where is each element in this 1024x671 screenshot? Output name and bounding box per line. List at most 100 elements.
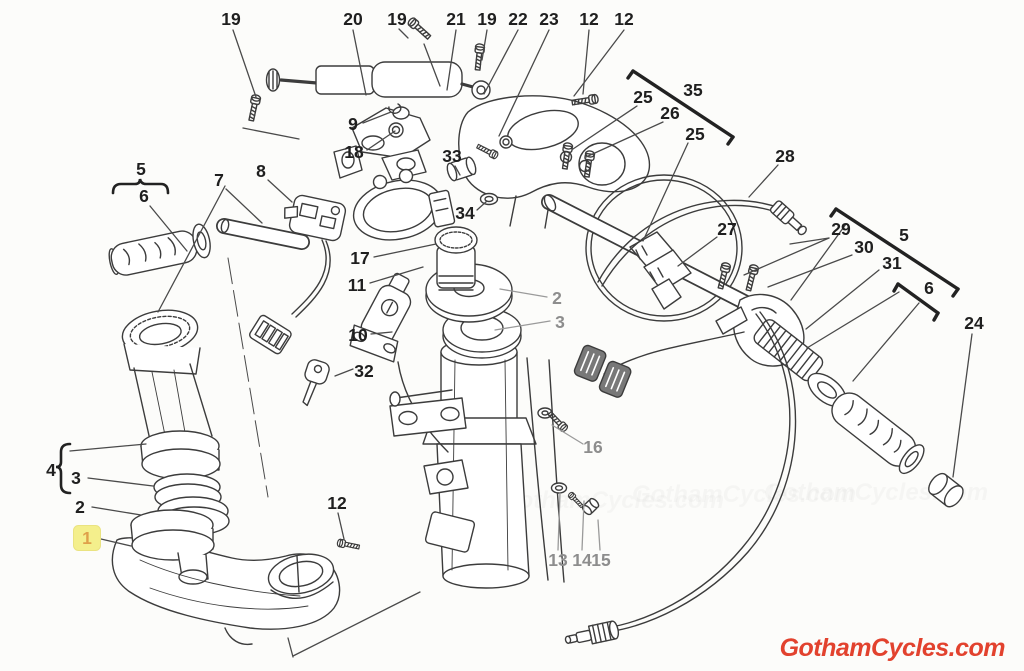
callout-3: 3 (71, 468, 81, 488)
leader-line (423, 43, 441, 87)
leader-line (232, 29, 257, 98)
callout-35: 35 (683, 80, 703, 100)
callout-16: 16 (583, 437, 603, 457)
leader-line (267, 179, 293, 203)
callout-31: 31 (882, 253, 902, 273)
callout-17: 17 (350, 248, 369, 268)
callout-21: 21 (446, 9, 466, 29)
leader-line (481, 29, 488, 61)
leader-line (951, 287, 960, 298)
callout-15: 15 (591, 550, 611, 570)
callout-2: 2 (552, 288, 562, 308)
leader-line (581, 500, 585, 551)
leader-line (483, 29, 519, 95)
leader-line (806, 291, 900, 349)
leader-line (334, 368, 354, 377)
callout-2: 2 (75, 497, 85, 517)
callout-6: 6 (924, 278, 934, 298)
bracket-5-6-left (111, 178, 170, 195)
leader-line (157, 185, 226, 313)
callout-22: 22 (508, 9, 528, 29)
exploded-diagram-artwork (108, 15, 964, 646)
leader-line (726, 135, 735, 146)
faint-watermark-text: GothamCycles.com (632, 481, 856, 508)
leader-line (789, 237, 830, 245)
leader-line (829, 207, 838, 218)
callout-1: 1 (82, 528, 92, 548)
leader-line (896, 282, 940, 315)
leader-lines (69, 28, 973, 658)
callout-27: 27 (717, 219, 736, 239)
callout-19: 19 (387, 9, 407, 29)
leader-line (292, 591, 421, 657)
leader-line (87, 477, 154, 487)
leader-line (454, 165, 461, 176)
leader-line (287, 637, 294, 658)
leader-line (551, 424, 584, 445)
leader-line (834, 207, 960, 291)
callout-12: 12 (579, 9, 599, 29)
callout-7: 7 (214, 170, 224, 190)
leader-line (597, 519, 601, 551)
leader-line (573, 29, 625, 97)
callout-11: 11 (348, 275, 367, 295)
leader-line (370, 331, 393, 335)
leader-line (362, 111, 392, 124)
leader-line (932, 311, 940, 322)
leader-line (69, 443, 147, 452)
callout-25: 25 (633, 87, 653, 107)
watermark-site-url: GothamCycles.com (779, 634, 1006, 662)
leader-line (805, 269, 880, 330)
leader-line (149, 205, 188, 252)
leader-line (677, 236, 718, 267)
leader-line (642, 142, 689, 242)
callout-19: 19 (221, 9, 241, 29)
bracket-4-group (55, 442, 72, 495)
leader-line (743, 237, 830, 276)
leader-line (337, 512, 345, 540)
callout-6: 6 (139, 186, 149, 206)
callout-34: 34 (455, 203, 475, 223)
callout-28: 28 (775, 146, 795, 166)
callout-26: 26 (660, 103, 680, 123)
callout-20: 20 (343, 9, 363, 29)
leader-line (494, 320, 551, 331)
leader-line (892, 282, 900, 293)
leader-line (225, 188, 263, 224)
leader-line (242, 127, 300, 140)
faint-watermark: GothamCycles.comGothamCycles.comGothamCy… (500, 479, 988, 514)
leader-line (498, 29, 550, 137)
leader-line (91, 506, 142, 516)
callout-19: 19 (477, 9, 497, 29)
leader-line (557, 492, 561, 551)
leader-line (446, 29, 457, 91)
callout-10: 10 (348, 325, 368, 345)
callout-5: 5 (899, 225, 909, 245)
callout-23: 23 (539, 9, 559, 29)
leader-line (352, 29, 367, 96)
leader-line (227, 257, 269, 498)
leader-line (100, 538, 132, 547)
callout-3: 3 (555, 312, 565, 332)
callout-14: 14 (572, 550, 592, 570)
callout-29: 29 (831, 219, 851, 239)
callout-32: 32 (354, 361, 374, 381)
leader-line (952, 333, 973, 478)
callout-12: 12 (327, 493, 347, 513)
callout-13: 13 (548, 550, 568, 570)
leader-line (572, 105, 638, 150)
leader-line (499, 288, 548, 298)
leader-line (790, 223, 847, 301)
leader-line (582, 29, 590, 95)
leader-line (852, 302, 920, 382)
callout-24: 24 (964, 313, 984, 333)
faint-watermark-text: GothamCycles.com (500, 487, 724, 514)
callout-9: 9 (348, 114, 358, 134)
leader-line (398, 28, 409, 39)
leader-line (369, 266, 424, 284)
callout-25: 25 (685, 124, 705, 144)
callout-18: 18 (344, 142, 364, 162)
leader-line (631, 69, 735, 139)
